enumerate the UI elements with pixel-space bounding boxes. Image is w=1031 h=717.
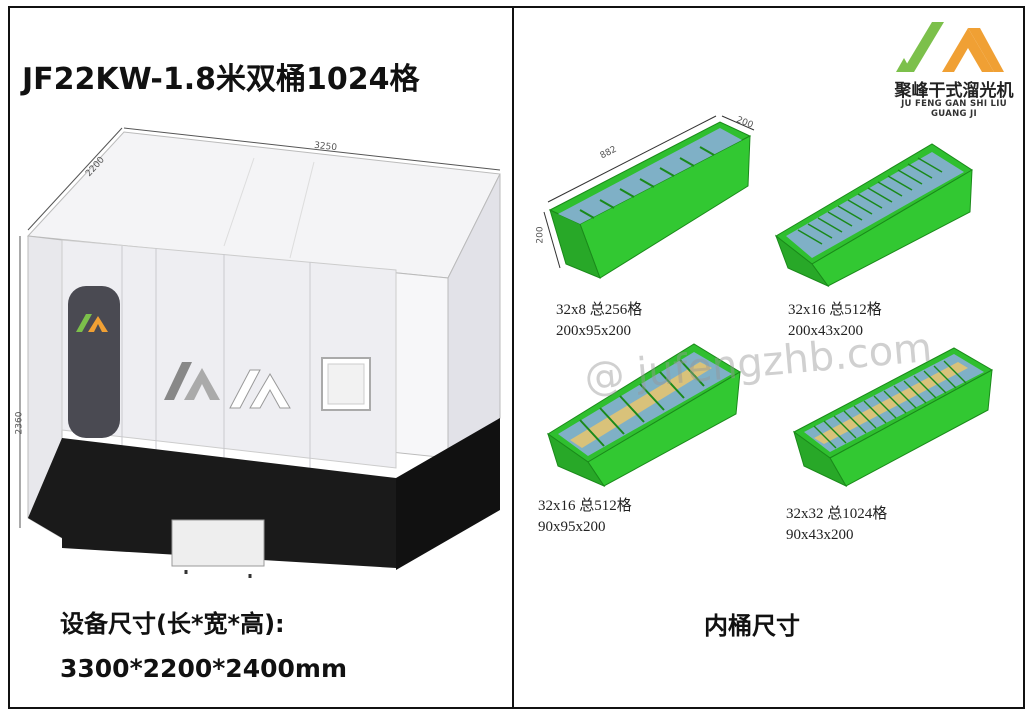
tank-caption-line2: 90x95x200 bbox=[538, 519, 606, 535]
tank-caption-line1: 32x32 总1024格 bbox=[786, 506, 888, 522]
logo-name-cn: 聚峰干式溜光机 bbox=[894, 81, 1014, 101]
tank-caption-1: 32x8 总256格 200x95x200 bbox=[556, 300, 642, 342]
tank-caption-line2: 200x43x200 bbox=[788, 323, 863, 339]
dim-height: 2360 bbox=[14, 411, 25, 435]
tank-32x8: 882 200 200 bbox=[530, 112, 770, 292]
center-divider bbox=[512, 6, 514, 709]
tank-caption-4: 32x32 总1024格 90x43x200 bbox=[786, 504, 887, 546]
outer-frame bbox=[8, 6, 1025, 709]
tank-dim-h: 200 bbox=[535, 226, 546, 244]
logo-name-en: JU FENG GAN SHI LIU GUANG JI bbox=[901, 99, 1007, 119]
tank-caption-line1: 32x16 总512格 bbox=[788, 302, 882, 318]
tank-caption-3: 32x16 总512格 90x95x200 bbox=[538, 496, 632, 538]
machine-illustration: 3250 2200 2360 bbox=[14, 118, 504, 588]
tank-caption-line2: 200x95x200 bbox=[556, 323, 631, 339]
tank-caption-2: 32x16 总512格 200x43x200 bbox=[788, 300, 882, 342]
tank-32x16-a bbox=[772, 140, 982, 290]
brand-logo: 聚峰干式溜光机 JU FENG GAN SHI LIU GUANG JI bbox=[884, 14, 1024, 119]
page-title: JF22KW-1.8米双桶1024格 bbox=[22, 62, 420, 97]
tank-caption-line2: 90x43x200 bbox=[786, 527, 854, 543]
logo-mark-icon bbox=[896, 22, 1004, 72]
tank-32x16-b bbox=[544, 336, 744, 492]
tank-32x32 bbox=[790, 340, 996, 492]
tank-caption-line1: 32x8 总256格 bbox=[556, 302, 643, 318]
spec-value: 3300*2200*2400mm bbox=[60, 654, 347, 683]
inner-label: 内桶尺寸 bbox=[704, 612, 800, 640]
tank-caption-line1: 32x16 总512格 bbox=[538, 498, 632, 514]
spec-label: 设备尺寸(长*宽*高): bbox=[60, 610, 285, 638]
